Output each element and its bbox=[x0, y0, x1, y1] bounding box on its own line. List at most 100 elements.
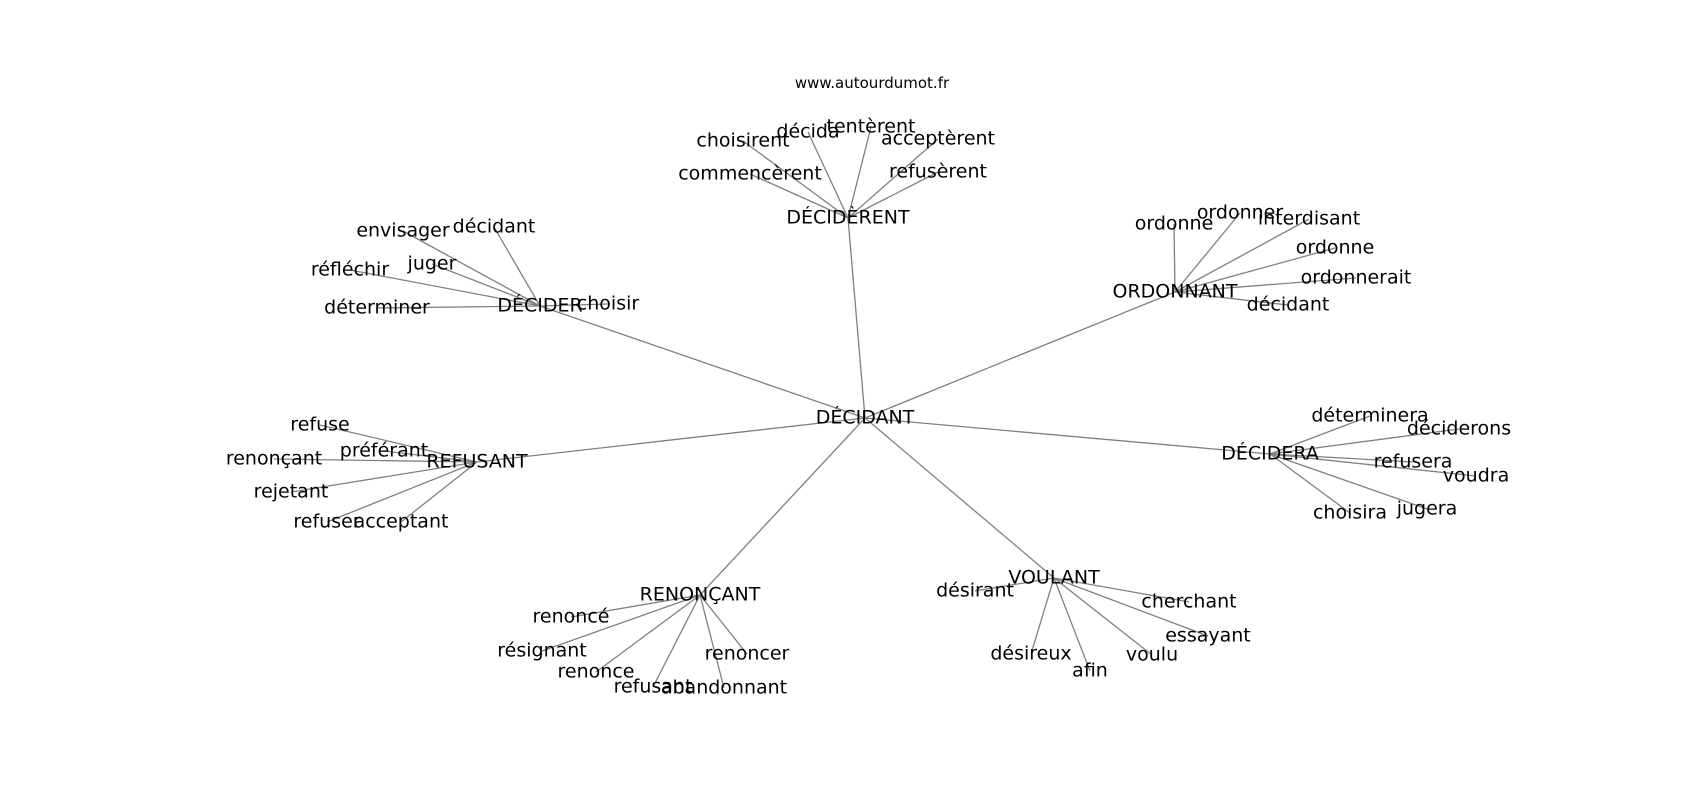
edge-renoncant-to-renonce bbox=[570, 594, 701, 618]
hub-node-voulant: VOULANT bbox=[1008, 567, 1100, 589]
leaf-node-deciderons: déciderons bbox=[1407, 418, 1511, 440]
edge-ordonnant-to-ordonne bbox=[1174, 247, 1336, 293]
leaf-node-essayant: essayant bbox=[1165, 625, 1251, 647]
edge-renoncant-to-refusant bbox=[652, 594, 701, 688]
edge-decider-to-decidant bbox=[493, 226, 541, 307]
leaf-node-renoncer: renoncer bbox=[705, 643, 790, 665]
leaf-node-accepterent: acceptèrent bbox=[881, 128, 995, 150]
edge-decider-to-reflechir bbox=[349, 269, 541, 307]
edge-ordonnant-to-interdisant bbox=[1174, 218, 1310, 293]
edge-deciderent-to-accepterent bbox=[847, 138, 939, 219]
edge-decider-to-determiner bbox=[376, 305, 541, 309]
leaf-node-determiner: déterminer bbox=[324, 297, 430, 319]
edge-ordonnant-to-ordonnerait bbox=[1174, 277, 1357, 293]
leaf-node-desireux: désireux bbox=[990, 643, 1071, 665]
leaf-node-decidant: décidant bbox=[453, 216, 536, 238]
leaf-node-refusera: refusera bbox=[1374, 451, 1453, 473]
leaf-node-rejetant: rejetant bbox=[254, 481, 329, 503]
edge-deciderent-to-tenterent bbox=[847, 126, 872, 219]
edge-ordonnant-to-decidant bbox=[1174, 291, 1289, 306]
edge-voulant-to-desirant bbox=[974, 577, 1055, 592]
leaf-node-refusant: refusant bbox=[614, 676, 693, 698]
leaf-node-desirant: désirant bbox=[936, 580, 1014, 602]
edge-decidera-to-jugera bbox=[1269, 453, 1428, 510]
leaf-node-commencerent: commencèrent bbox=[678, 163, 822, 185]
leaf-node-choisira: choisira bbox=[1313, 502, 1387, 524]
leaf-node-acceptant: acceptant bbox=[354, 511, 449, 533]
edge-renoncant-to-renonce bbox=[595, 594, 701, 673]
leaf-node-voulu: voulu bbox=[1126, 644, 1178, 666]
edge-decider-to-juger bbox=[431, 263, 541, 307]
leaf-node-preferant: préférant bbox=[340, 440, 428, 462]
edge-decidera-to-determinera bbox=[1269, 415, 1371, 455]
leaf-node-reflechir: réfléchir bbox=[311, 259, 390, 281]
edge-deciderent-to-refuserent bbox=[847, 171, 939, 219]
leaf-node-resignant: résignant bbox=[497, 640, 587, 662]
edge-deciderent-to-choisirent bbox=[742, 140, 849, 219]
leaf-node-envisager: envisager bbox=[356, 220, 450, 242]
edge-decider-to-choisir bbox=[539, 303, 609, 307]
edge-refusant-to-refuser bbox=[326, 461, 478, 523]
edge-voulant-to-afin bbox=[1053, 577, 1091, 672]
edge-voulant-to-desireux bbox=[1030, 577, 1055, 655]
edge-refusant-to-acceptant bbox=[400, 461, 478, 523]
hub-node-deciderent: DÉCIDÈRENT bbox=[786, 206, 910, 229]
edge-center-to-refusant bbox=[476, 417, 866, 463]
leaf-node-renonce: renonce bbox=[558, 661, 635, 683]
edge-ordonnant-to-ordonne bbox=[1173, 223, 1176, 293]
edge-renoncant-to-resignant bbox=[541, 594, 701, 652]
edge-decider-to-envisager bbox=[402, 230, 541, 307]
edge-center-to-voulant bbox=[864, 417, 1055, 579]
edge-refusant-to-preferant bbox=[383, 450, 478, 463]
edge-center-to-renoncant bbox=[699, 417, 866, 596]
leaf-node-determinera: déterminera bbox=[1311, 405, 1428, 427]
leaf-node-refuser: refuser bbox=[293, 511, 360, 533]
center-node: DÉCIDANT bbox=[816, 406, 915, 429]
leaf-node-refuserent: refusèrent bbox=[889, 161, 987, 183]
leaf-node-renoncant: renonçant bbox=[226, 448, 322, 470]
leaf-node-decida: décida bbox=[776, 121, 839, 143]
leaf-node-renonce: renoncé bbox=[533, 606, 610, 628]
leaf-node-ordonner: ordonner bbox=[1197, 202, 1284, 224]
leaf-node-ordonne: ordonne bbox=[1296, 237, 1375, 259]
leaf-node-choisir: choisir bbox=[577, 293, 640, 315]
edge-refusant-to-refuse bbox=[319, 424, 478, 463]
labels-layer: DÉCIDANT DÉCIDÈRENT choisirentdécidatentèr… bbox=[226, 116, 1511, 699]
hub-node-ordonnant: ORDONNANT bbox=[1113, 281, 1238, 303]
edge-renoncant-to-abandonnant bbox=[699, 594, 725, 689]
leaf-node-tenterent: tentèrent bbox=[827, 116, 916, 138]
edge-decidera-to-choisira bbox=[1269, 453, 1351, 514]
edge-center-to-ordonnant bbox=[864, 291, 1176, 419]
edge-center-to-decidera bbox=[864, 417, 1271, 455]
leaf-node-afin: afin bbox=[1072, 660, 1108, 682]
hub-node-refusant: REFUSANT bbox=[426, 451, 528, 473]
leaf-node-ordonnerait: ordonnerait bbox=[1301, 267, 1412, 289]
edge-deciderent-to-commencerent bbox=[749, 173, 849, 219]
hub-node-decider: DÉCIDER bbox=[497, 294, 582, 317]
edge-voulant-to-cherchant bbox=[1053, 577, 1190, 603]
edges-layer bbox=[273, 126, 1477, 689]
leaf-node-voudra: voudra bbox=[1443, 465, 1509, 487]
edge-center-to-decider bbox=[539, 305, 866, 419]
hub-node-renoncant: RENONÇANT bbox=[640, 584, 761, 606]
edge-center-to-deciderent bbox=[847, 217, 866, 419]
leaf-node-refuse: refuse bbox=[290, 414, 349, 436]
leaf-node-choisirent: choisirent bbox=[696, 130, 789, 152]
leaf-node-jugera: jugera bbox=[1396, 498, 1458, 520]
leaf-node-ordonne: ordonne bbox=[1135, 213, 1214, 235]
source-label: www.autourdumot.fr bbox=[795, 74, 950, 92]
edge-voulant-to-essayant bbox=[1053, 577, 1209, 637]
leaf-node-juger: juger bbox=[407, 253, 457, 275]
edge-ordonnant-to-ordonner bbox=[1174, 212, 1241, 293]
edge-decidera-to-voudra bbox=[1269, 453, 1477, 477]
edge-deciderent-to-decida bbox=[807, 131, 849, 219]
edge-renoncant-to-renoncer bbox=[699, 594, 748, 655]
edge-decidera-to-deciderons bbox=[1269, 428, 1460, 455]
leaf-node-cherchant: cherchant bbox=[1141, 591, 1236, 613]
edge-refusant-to-renoncant bbox=[273, 458, 478, 463]
edge-refusant-to-rejetant bbox=[290, 461, 478, 493]
edge-voulant-to-voulu bbox=[1053, 577, 1153, 656]
hub-node-decidera: DÉCIDERA bbox=[1221, 442, 1319, 465]
leaf-node-decidant: décidant bbox=[1247, 294, 1330, 316]
